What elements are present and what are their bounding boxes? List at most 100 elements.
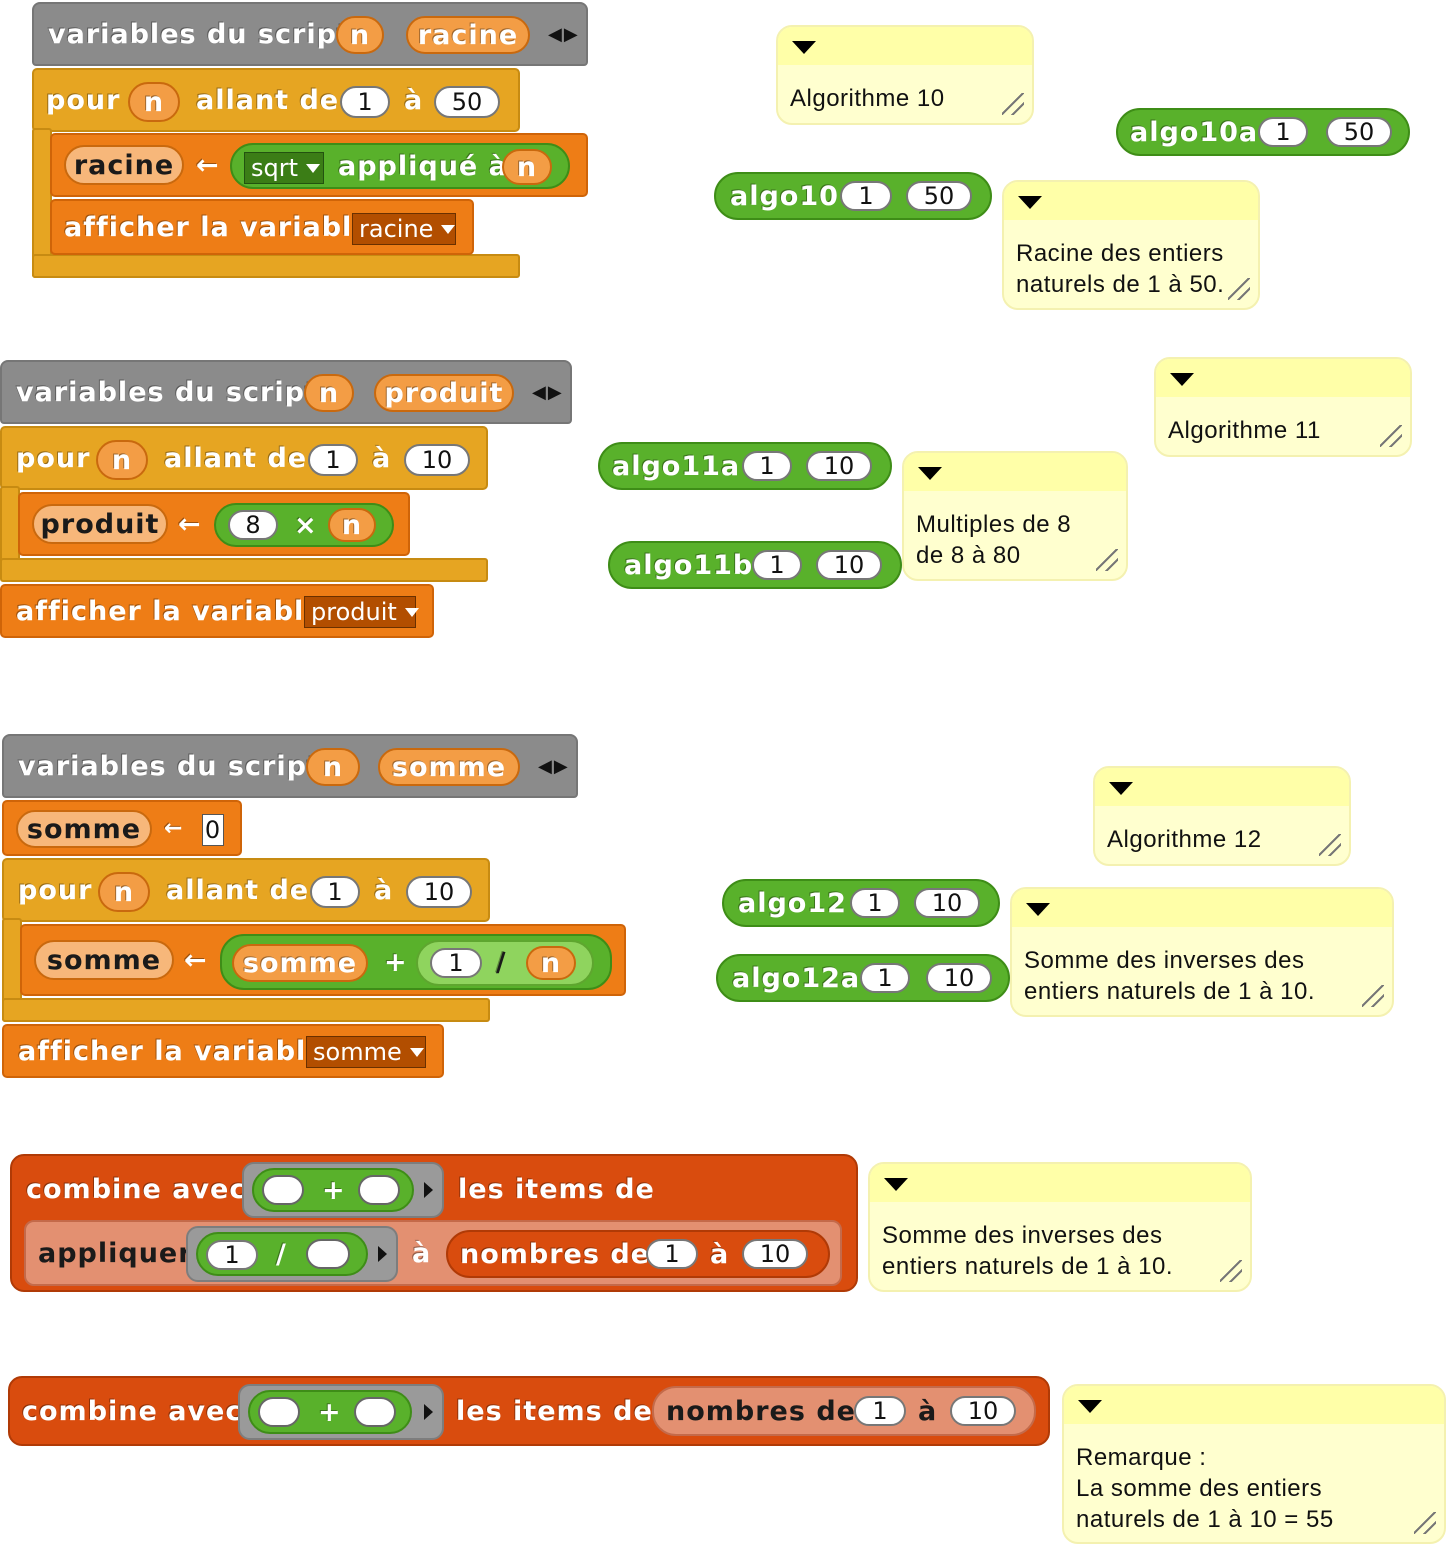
from-input[interactable]: 1	[340, 86, 390, 118]
numbers-block[interactable]: nombres de 1 à 10	[652, 1386, 1036, 1436]
expand-arrow-icon[interactable]	[424, 1404, 433, 1420]
script1-for-block[interactable]: pour n allant de 1 à 50	[32, 68, 520, 132]
factor-input[interactable]: 8	[228, 510, 278, 540]
script3-assign-block[interactable]: somme ← somme + 1 / n	[20, 924, 626, 996]
script2-vars-block[interactable]: variables du script n produit ◀▶	[0, 360, 572, 424]
resize-handle-icon[interactable]	[1220, 1260, 1242, 1282]
from-input[interactable]: 1	[646, 1239, 698, 1269]
empty-slot[interactable]	[262, 1175, 304, 1205]
empty-slot[interactable]	[258, 1397, 300, 1427]
variable-dropdown[interactable]: produit	[304, 596, 419, 628]
resize-handle-icon[interactable]	[1096, 549, 1118, 571]
call-algo11b[interactable]: algo11b 1 10	[608, 541, 902, 589]
plus-block[interactable]: +	[252, 1168, 414, 1212]
multiply-block[interactable]: 8 × n	[214, 503, 394, 547]
resize-handle-icon[interactable]	[1319, 834, 1341, 856]
var-somme[interactable]: somme	[378, 748, 520, 786]
var-racine[interactable]: racine	[406, 16, 530, 54]
var-n[interactable]: n	[98, 872, 150, 912]
resize-handle-icon[interactable]	[1228, 278, 1250, 300]
collapse-arrow-icon[interactable]	[1109, 782, 1133, 795]
expand-arrow-icon[interactable]	[378, 1246, 387, 1262]
arg-b[interactable]: 10	[926, 963, 992, 993]
collapse-arrow-icon[interactable]	[1078, 1400, 1102, 1413]
to-input[interactable]: 10	[950, 1396, 1016, 1426]
from-input[interactable]: 1	[854, 1396, 906, 1426]
script2-for-block[interactable]: pour n allant de 1 à 10	[0, 426, 488, 490]
arg-b[interactable]: 50	[1326, 117, 1392, 147]
comment-algo12[interactable]: Algorithme 12	[1093, 766, 1351, 866]
arg-b[interactable]: 10	[806, 451, 872, 481]
from-input[interactable]: 1	[310, 876, 360, 908]
script1-show-block[interactable]: afficher la variable racine	[50, 199, 474, 255]
arrows-icon[interactable]: ◀▶	[538, 756, 570, 777]
var-n[interactable]: n	[526, 946, 576, 980]
collapse-arrow-icon[interactable]	[1026, 903, 1050, 916]
arg-b[interactable]: 10	[816, 550, 882, 580]
comment-algo10[interactable]: Algorithme 10	[776, 25, 1034, 125]
arg-a[interactable]: 1	[742, 451, 792, 481]
function-dropdown[interactable]: sqrt	[244, 152, 324, 184]
divide-block[interactable]: 1 /	[196, 1232, 368, 1276]
collapse-arrow-icon[interactable]	[918, 467, 942, 480]
sum-block[interactable]: somme + 1 / n	[220, 934, 612, 990]
resize-handle-icon[interactable]	[1380, 425, 1402, 447]
resize-handle-icon[interactable]	[1414, 1512, 1436, 1534]
map-block[interactable]: appliquer 1 / à nombres de 1 à 10	[24, 1220, 842, 1286]
call-algo11a[interactable]: algo11a 1 10	[598, 442, 892, 490]
numerator-input[interactable]: 1	[206, 1240, 258, 1270]
ring-slot[interactable]: 1 /	[186, 1226, 398, 1282]
plus-block[interactable]: +	[248, 1390, 412, 1434]
combine1-block[interactable]: combine avec + les items de appliquer 1 …	[10, 1154, 858, 1292]
ring-slot[interactable]: +	[238, 1384, 444, 1440]
arg-a[interactable]: 1	[840, 181, 892, 211]
script2-show-block[interactable]: afficher la variable produit	[0, 584, 434, 638]
arg-a[interactable]: 1	[752, 550, 802, 580]
collapse-arrow-icon[interactable]	[792, 41, 816, 54]
arrows-icon[interactable]: ◀▶	[548, 24, 580, 45]
init-input[interactable]: 0	[202, 814, 224, 846]
numbers-block[interactable]: nombres de 1 à 10	[446, 1230, 830, 1278]
divide-block[interactable]: 1 / n	[416, 940, 594, 986]
arg-a[interactable]: 1	[850, 888, 900, 918]
empty-slot[interactable]	[306, 1239, 350, 1269]
to-input[interactable]: 10	[742, 1239, 808, 1269]
script3-init-block[interactable]: somme ← 0	[2, 800, 242, 856]
arg-b[interactable]: 10	[914, 888, 980, 918]
call-apply-block[interactable]: sqrt appliqué à n	[230, 143, 570, 189]
call-algo10a[interactable]: algo10a 1 50	[1116, 108, 1410, 156]
variable-dropdown[interactable]: somme	[306, 1036, 426, 1068]
var-n[interactable]: n	[336, 16, 384, 54]
expand-arrow-icon[interactable]	[424, 1182, 433, 1198]
script3-vars-block[interactable]: variables du script n somme ◀▶	[2, 734, 578, 798]
to-input[interactable]: 10	[404, 444, 470, 476]
var-n[interactable]: n	[96, 440, 148, 480]
empty-slot[interactable]	[358, 1175, 400, 1205]
var-n[interactable]: n	[328, 508, 376, 542]
var-somme[interactable]: somme	[16, 810, 152, 848]
comment-multiples[interactable]: Multiples de 8 de 8 à 80	[902, 451, 1128, 581]
comment-sum2[interactable]: Somme des inverses des entiers naturels …	[868, 1162, 1252, 1292]
collapse-arrow-icon[interactable]	[884, 1178, 908, 1191]
resize-handle-icon[interactable]	[1002, 93, 1024, 115]
arg-a[interactable]: 1	[1258, 117, 1308, 147]
call-algo12a[interactable]: algo12a 1 10	[716, 954, 1010, 1002]
resize-handle-icon[interactable]	[1362, 985, 1384, 1007]
script3-for-block[interactable]: pour n allant de 1 à 10	[2, 858, 490, 922]
collapse-arrow-icon[interactable]	[1170, 373, 1194, 386]
comment-remark[interactable]: Remarque : La somme des entiers naturels…	[1062, 1384, 1446, 1544]
var-somme[interactable]: somme	[232, 944, 368, 982]
var-produit[interactable]: produit	[374, 374, 514, 412]
var-racine[interactable]: racine	[64, 145, 184, 185]
comment-root[interactable]: Racine des entiers naturels de 1 à 50.	[1002, 180, 1260, 310]
var-n[interactable]: n	[128, 82, 180, 122]
from-input[interactable]: 1	[308, 444, 358, 476]
call-algo12[interactable]: algo12 1 10	[722, 879, 1000, 927]
script2-assign-block[interactable]: produit ← 8 × n	[18, 492, 410, 556]
collapse-arrow-icon[interactable]	[1018, 196, 1042, 209]
call-algo10[interactable]: algo10 1 50	[714, 172, 992, 220]
combine2-block[interactable]: combine avec + les items de nombres de 1…	[8, 1376, 1050, 1446]
ring-slot[interactable]: +	[242, 1162, 444, 1218]
var-n[interactable]: n	[502, 149, 552, 185]
variable-dropdown[interactable]: racine	[352, 213, 456, 245]
